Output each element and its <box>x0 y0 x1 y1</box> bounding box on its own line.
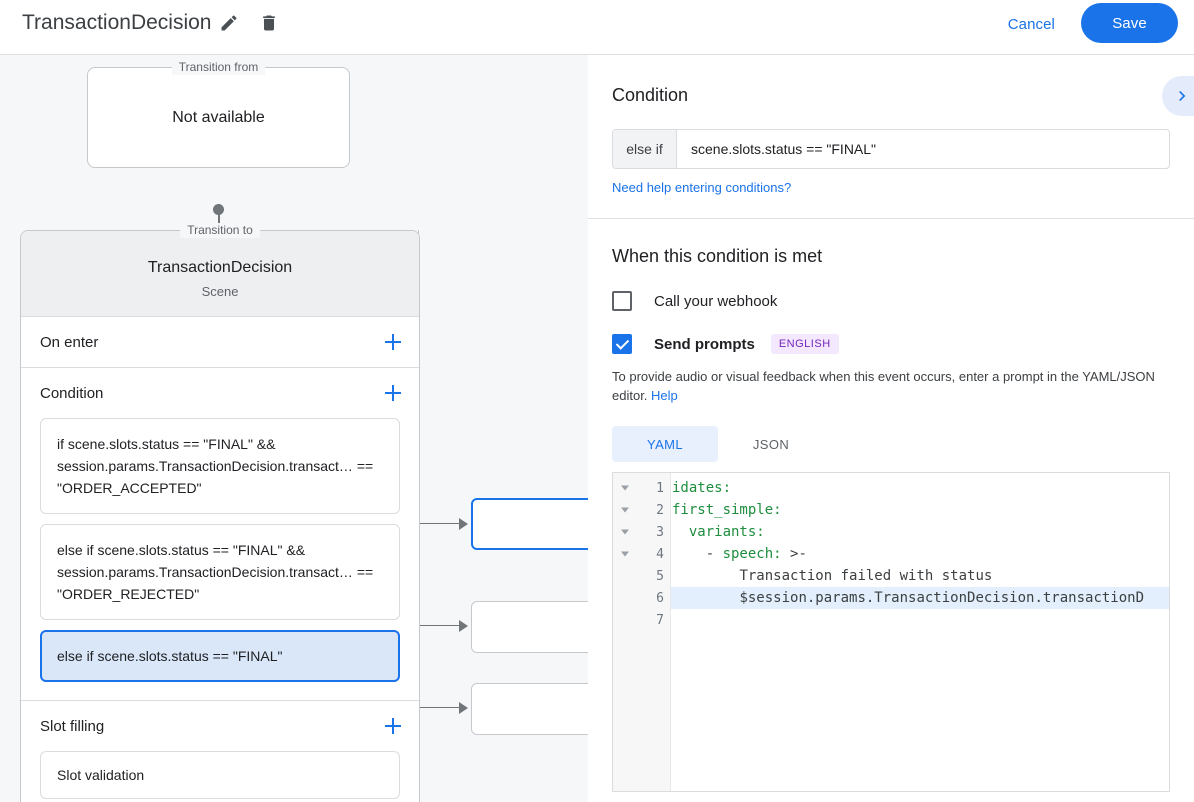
delete-scene-button[interactable] <box>257 11 281 35</box>
editor-code-area[interactable]: idates: first_simple: variants: - speech:… <box>671 473 1169 791</box>
collapse-panel-button[interactable] <box>1162 76 1194 116</box>
when-condition-met-heading: When this condition is met <box>612 246 823 266</box>
add-on-enter-button[interactable] <box>381 330 405 354</box>
fold-triangle-icon[interactable] <box>621 551 629 557</box>
editor-code-line[interactable]: $session.params.TransactionDecision.tran… <box>671 587 1169 609</box>
cancel-button[interactable]: Cancel <box>998 10 1065 39</box>
help-link[interactable]: Help <box>651 388 678 403</box>
connector-line-3 <box>400 707 466 708</box>
scene-canvas: Transition from Not available Transition… <box>0 55 588 802</box>
editor-code-line[interactable] <box>671 609 1169 631</box>
need-help-conditions-link[interactable]: Need help entering conditions? <box>612 180 792 195</box>
section-title-condition: Condition <box>40 384 104 402</box>
condition-item[interactable]: else if scene.slots.status == "FINAL" &&… <box>40 524 400 620</box>
condition-heading: Condition <box>612 85 689 105</box>
prompt-hint-text: To provide audio or visual feedback when… <box>612 369 1155 403</box>
pencil-icon <box>219 13 239 33</box>
transition-from-value: Not available <box>172 109 265 126</box>
add-condition-button[interactable] <box>381 381 405 405</box>
editor-line-number: 6 <box>656 590 664 606</box>
editor-code-line[interactable]: first_simple: <box>672 502 782 518</box>
fold-triangle-icon[interactable] <box>621 529 629 535</box>
slot-validation-item[interactable]: Slot validation <box>40 751 400 799</box>
connector-line-1 <box>400 523 466 524</box>
top-bar: TransactionDecision Cancel Save <box>0 0 1194 55</box>
section-title-slot-filling: Slot filling <box>40 717 105 735</box>
language-badge: ENGLISH <box>770 334 839 354</box>
editor-line-number: 2 <box>613 499 670 521</box>
call-webhook-label: Call your webhook <box>654 292 778 310</box>
editor-line-number: 7 <box>656 612 664 628</box>
edit-name-button[interactable] <box>217 11 241 35</box>
connector-line-2 <box>400 625 466 626</box>
page-title: TransactionDecision <box>22 11 212 34</box>
fold-triangle-icon[interactable] <box>621 485 629 491</box>
transition-to-legend: Transition to <box>180 223 260 238</box>
call-webhook-checkbox[interactable] <box>612 291 632 311</box>
add-slot-filling-button[interactable] <box>381 714 405 738</box>
transition-from-legend: Transition from <box>171 60 266 75</box>
panel-divider <box>588 218 1194 219</box>
send-prompts-row[interactable]: Send prompts ENGLISH <box>612 334 1170 354</box>
webhook-row[interactable]: Call your webhook <box>612 291 1170 311</box>
send-prompts-label: Send prompts <box>654 335 755 353</box>
transition-to-card: Transition to TransactionDecision Scene … <box>20 223 420 802</box>
editor-code-line[interactable]: variants: <box>688 524 765 540</box>
editor-code-line[interactable]: Transaction failed with status <box>739 568 993 584</box>
editor-line-number: 4 <box>613 543 670 565</box>
section-title-on-enter: On enter <box>40 333 99 351</box>
editor-line-number: 3 <box>613 521 670 543</box>
prompt-hint: To provide audio or visual feedback when… <box>612 367 1170 405</box>
connector-arrow-3 <box>459 702 468 714</box>
editor-format-tabs: YAML JSON <box>612 426 1170 462</box>
section-slot-filling: Slot filling Slot validation <box>21 701 419 802</box>
chevron-right-icon <box>1172 86 1192 106</box>
tab-json[interactable]: JSON <box>752 436 790 452</box>
condition-list: if scene.slots.status == "FINAL" && sess… <box>21 418 419 700</box>
connector-arrow-1 <box>459 518 468 530</box>
scene-header: TransactionDecision Scene <box>21 231 419 317</box>
target-node-3[interactable] <box>471 683 588 735</box>
details-panel: Condition else if scene.slots.status == … <box>588 55 1194 802</box>
send-prompts-checkbox[interactable] <box>612 334 632 354</box>
fold-triangle-icon[interactable] <box>621 507 629 513</box>
save-button[interactable]: Save <box>1081 3 1178 43</box>
when-condition-met-section: When this condition is met Call your web… <box>588 219 1194 792</box>
section-condition: Condition if scene.slots.status == "FINA… <box>21 368 419 701</box>
tab-yaml[interactable]: YAML <box>612 426 718 462</box>
connector-arrow-2 <box>459 620 468 632</box>
condition-prefix-label: else if <box>613 130 677 168</box>
trash-icon <box>259 13 279 33</box>
condition-expression-input[interactable]: scene.slots.status == "FINAL" <box>691 141 877 157</box>
target-node-2[interactable] <box>471 601 588 653</box>
editor-line-number: 1 <box>613 477 670 499</box>
target-node-1[interactable] <box>471 498 588 550</box>
condition-input-row[interactable]: else if scene.slots.status == "FINAL" <box>612 129 1170 169</box>
transition-from-card: Transition from Not available <box>87 60 350 168</box>
scene-type: Scene <box>201 284 239 299</box>
scene-name: TransactionDecision <box>147 259 293 276</box>
slot-filling-list: Slot validation <box>21 751 419 802</box>
condition-editor-section: Condition else if scene.slots.status == … <box>588 55 1194 197</box>
editor-line-number: 5 <box>656 568 664 584</box>
section-on-enter: On enter <box>21 317 419 368</box>
editor-code-line[interactable]: - speech: >- <box>672 546 807 562</box>
condition-item-selected[interactable]: else if scene.slots.status == "FINAL" <box>40 630 400 682</box>
condition-item[interactable]: if scene.slots.status == "FINAL" && sess… <box>40 418 400 514</box>
editor-code-line[interactable]: idates: <box>672 480 732 496</box>
